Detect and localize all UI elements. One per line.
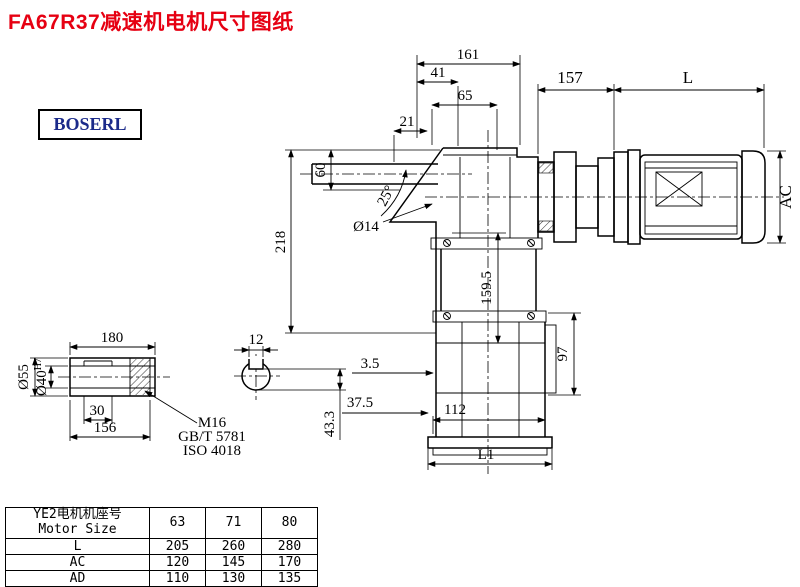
lower-body-lines [436,342,545,394]
center-lines [58,130,784,474]
dim-12: 12 [249,332,264,348]
dim-dia-40-tolerance: H7 [33,358,44,370]
dim-37-5: 37.5 [347,395,373,411]
motor-frame-inner [644,161,738,235]
header-size-80: 80 [261,507,318,539]
page-title: FA67R37减速机电机尺寸图纸 [8,11,294,34]
dim-161: 161 [457,47,480,63]
table-row-L: L 205 260 280 [5,537,318,555]
dim-21: 21 [400,114,415,130]
housing-top-outline [443,147,539,238]
cell-AD-80: 135 [261,569,318,587]
row-label-AD: AD [5,569,150,587]
header-size-63: 63 [149,507,206,539]
shaft-section-hatch [130,359,150,395]
dim-dia-55: Ø55 [16,364,32,390]
bolt-hole-icon [443,239,451,247]
housing-left-outline [388,147,444,437]
row-label-AC: AC [5,553,150,571]
header-motor-size-cn: YE2电机机座号 [33,507,122,522]
coupling-section-hatch-top [538,162,554,174]
table-row-AC: AC 120 145 170 [5,553,318,571]
mid-body-edges [440,249,537,311]
keyway-mask [249,356,263,368]
dimensions-bottom: 3.5 37.5 112 L1 [342,356,553,470]
dim-156: 156 [94,420,117,436]
note-thread-m16: M16 [198,415,227,431]
upper-flange-band [430,237,543,250]
note-std-gbt: GB/T 5781 [178,429,246,445]
bolt-hole-icon [527,239,535,247]
keyway-notch [248,359,264,370]
shaft-outline [69,357,156,397]
motor-nameplate [655,171,703,207]
dim-dia-40: Ø40 [34,370,50,396]
cell-L-71: 260 [205,537,262,555]
dim-AC: AC [776,185,795,209]
dimensions-motor: 157 L AC [537,68,795,244]
thread-leader-line [144,390,198,424]
dim-180: 180 [101,330,124,346]
bolt-hole-icon [443,312,451,320]
foot-base [432,447,548,456]
dim-L: L [683,68,693,87]
brand-logo-text: BOSERL [53,114,127,134]
dim-dia-40-h7: Ø40H7 [33,358,50,396]
cell-AD-71: 130 [205,569,262,587]
dimensions-inner: 159.5 97 [452,232,581,396]
coupling-section-hatch-bottom [538,220,554,232]
dim-L1: L1 [478,447,495,463]
coupling-assembly [537,151,629,243]
upper-block-ribs [459,157,511,238]
shaft-detail-view: 180 Ø55 Ø40H7 30 156 M16 GB/T 5781 ISO 4… [16,330,246,459]
brand-logo: BOSERL [38,109,142,140]
motor-size-table: YE2电机机座号 Motor Size 63 71 80 L 205 260 2… [5,507,318,587]
shaft-cross-section: 12 43.3 [234,332,346,440]
motor-fin-lines [645,167,737,227]
dimensions-left: 60 218 Ø14 25° [273,149,440,334]
header-motor-size-en: Motor Size [38,521,117,537]
dimensions-top: 161 41 65 21 [393,47,521,162]
bolt-hole-icon [527,312,535,320]
table-row-AD: AD 110 130 135 [5,569,318,587]
dim-65: 65 [458,88,473,104]
gearbox-housing [388,147,557,456]
row-label-L: L [5,537,150,555]
dim-97: 97 [555,346,571,362]
dim-41: 41 [431,65,446,81]
dim-60: 60 [313,163,329,178]
bolt-hole-cross-marks [443,239,535,320]
cell-AC-63: 120 [149,553,206,571]
side-flange-strip [544,324,557,394]
header-motor-size: YE2电机机座号 Motor Size [5,507,150,539]
dim-157: 157 [557,68,583,87]
cell-L-80: 280 [261,537,318,555]
cell-L-63: 205 [149,537,206,555]
motor-nameplate-cross [655,171,703,207]
dim-159-5: 159.5 [479,271,495,305]
dim-3-5: 3.5 [361,356,380,372]
motor-fan-cowl [741,150,766,244]
dim-43-3: 43.3 [322,411,338,437]
note-std-iso: ISO 4018 [183,443,241,459]
dim-218: 218 [273,231,289,254]
dim-112: 112 [444,402,466,418]
cell-AD-63: 110 [149,569,206,587]
cell-AC-80: 170 [261,553,318,571]
table-header-row: YE2电机机座号 Motor Size 63 71 80 [5,507,318,539]
header-size-71: 71 [205,507,262,539]
dim-angle-25: 25° [374,183,398,209]
cell-AC-71: 145 [205,553,262,571]
dim-hole-diameter: Ø14 [353,219,379,235]
dim-30: 30 [90,403,105,419]
shaft-keyway-lines [83,360,113,366]
mid-flange-band [432,310,547,323]
motor [627,149,766,245]
